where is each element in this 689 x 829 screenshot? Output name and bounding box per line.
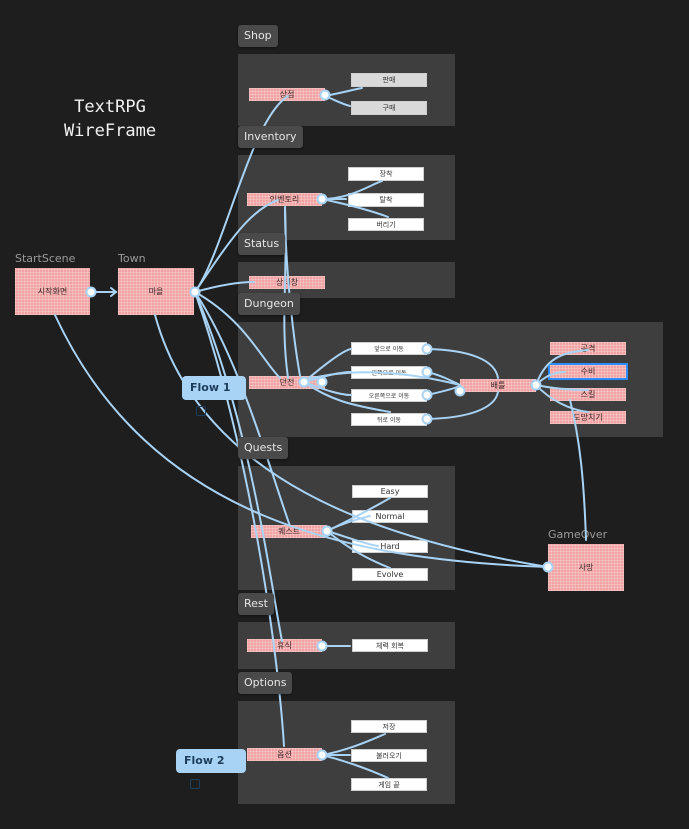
node-unequip[interactable]: 탈착 <box>348 193 424 207</box>
node-equip[interactable]: 장착 <box>348 167 424 181</box>
node-hard[interactable]: Hard <box>352 540 428 553</box>
node-load[interactable]: 불러오기 <box>351 749 427 762</box>
node-move-back[interactable]: 뒤로 이동 <box>351 413 427 426</box>
arrow-start-town <box>110 287 118 297</box>
section-tag-rest[interactable]: Rest <box>238 593 274 615</box>
node-evolve[interactable]: Evolve <box>352 568 428 581</box>
section-tag-quests[interactable]: Quests <box>238 437 289 459</box>
node-dungeon[interactable]: 던전 <box>249 376 325 389</box>
frame-label-town: Town <box>118 252 146 265</box>
node-start[interactable]: 시작화면 <box>15 268 90 315</box>
section-tag-status[interactable]: Status <box>238 233 286 255</box>
frame-label-gameover: GameOver <box>548 528 608 541</box>
node-town[interactable]: 마을 <box>118 268 194 315</box>
node-discard[interactable]: 버리기 <box>348 218 424 231</box>
node-death[interactable]: 사망 <box>548 544 624 591</box>
flow-1-label: Flow 1 <box>190 381 231 394</box>
node-battle[interactable]: 배틀 <box>460 379 536 392</box>
section-tag-inventory[interactable]: Inventory <box>238 126 303 148</box>
node-defend[interactable]: 수비 <box>548 363 628 380</box>
node-recover[interactable]: 체력 회복 <box>352 639 428 652</box>
node-status[interactable]: 상태창 <box>249 276 325 289</box>
diagram-title: TextRPG WireFrame <box>63 97 157 141</box>
frame-label-start: StartScene <box>15 252 76 265</box>
node-normal[interactable]: Normal <box>352 510 428 523</box>
node-inventory[interactable]: 인벤토리 <box>247 193 322 206</box>
node-buy[interactable]: 구매 <box>351 101 427 115</box>
node-move-front[interactable]: 앞으로 이동 <box>351 342 427 355</box>
flow-2-label: Flow 2 <box>184 754 225 767</box>
node-move-left[interactable]: 왼쪽으로 이동 <box>351 366 427 379</box>
flow-2-tag[interactable]: Flow 2 <box>176 749 246 789</box>
node-quit[interactable]: 게임 끝 <box>351 778 427 791</box>
node-shop[interactable]: 상점 <box>249 88 325 101</box>
flow-play-icon <box>190 779 200 789</box>
node-quest[interactable]: 퀘스트 <box>251 525 327 538</box>
node-save[interactable]: 저장 <box>351 720 427 733</box>
node-sell[interactable]: 판매 <box>351 73 427 87</box>
node-flee[interactable]: 도망치기 <box>550 411 626 424</box>
node-attack[interactable]: 공격 <box>550 342 626 355</box>
flow-play-icon <box>196 406 206 416</box>
node-easy[interactable]: Easy <box>352 485 428 498</box>
node-move-right[interactable]: 오른쪽으로 이동 <box>351 389 427 402</box>
section-tag-shop[interactable]: Shop <box>238 25 278 47</box>
node-options[interactable]: 옵션 <box>247 748 322 761</box>
node-rest[interactable]: 휴식 <box>247 639 322 652</box>
node-skill[interactable]: 스킬 <box>550 388 626 401</box>
section-tag-dungeon[interactable]: Dungeon <box>238 293 300 315</box>
flow-1-tag[interactable]: Flow 1 <box>182 376 246 416</box>
section-tag-options[interactable]: Options <box>238 672 293 694</box>
